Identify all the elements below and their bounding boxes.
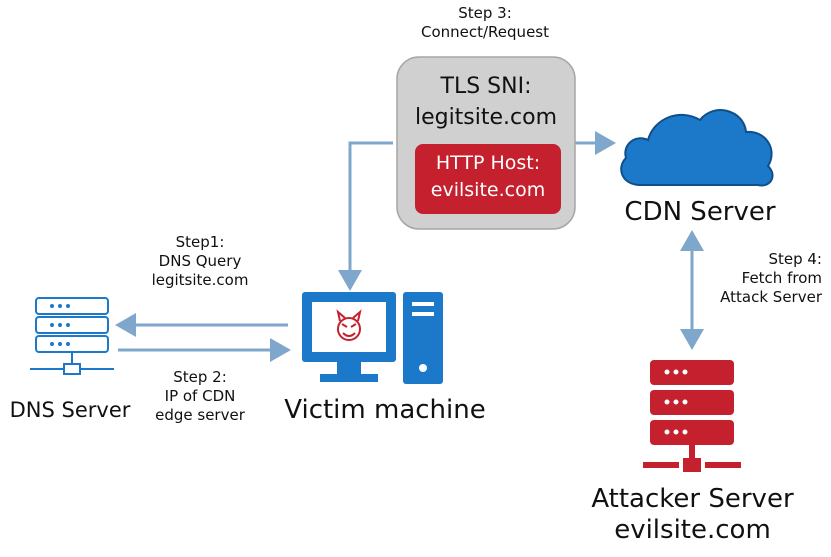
step1-line1: Step1: <box>175 233 225 251</box>
step3-line2: Connect/Request <box>420 22 549 41</box>
cdn-server-label: CDN Server <box>624 197 776 227</box>
attacker-server-icon <box>643 360 741 472</box>
step2-line1: Step 2: <box>173 368 227 386</box>
step2-label: Step 2: IP of CDN edge server <box>130 368 270 424</box>
step2-line3: edge server <box>155 405 245 424</box>
http-line1: HTTP Host: <box>435 152 541 174</box>
connect-request-arrow <box>338 131 616 291</box>
step4-line3: Attack Server <box>720 287 822 306</box>
cloud-icon <box>620 109 774 187</box>
step1-label: Step1: DNS Query legitsite.com <box>130 233 270 289</box>
dns-server-label: DNS Server <box>9 398 131 422</box>
http-line2: evilsite.com <box>430 178 546 201</box>
dns-server-dots <box>50 304 70 346</box>
step4-label: Step 4: Fetch from Attack Server <box>700 250 830 306</box>
attacker-server-label: Attacker Server evilsite.com <box>560 484 825 546</box>
http-host-box <box>415 144 561 214</box>
victim-machine-label: Victim machine <box>284 395 486 425</box>
devil-face-icon <box>336 309 362 341</box>
step2-line2: IP of CDN <box>164 386 236 405</box>
victim-computer-icon <box>302 292 443 384</box>
step3-line1: Step 3: <box>458 4 512 22</box>
step1-line2: DNS Query <box>158 251 242 270</box>
step4-line2: Fetch from <box>741 268 822 287</box>
step4-line1: Step 4: <box>768 250 822 268</box>
tls-line2: legitsite.com <box>414 104 558 130</box>
http-host-text: HTTP Host: evilsite.com <box>415 150 561 203</box>
step1-line3: legitsite.com <box>151 270 249 289</box>
tls-sni-text: TLS SNI: legitsite.com <box>397 72 575 134</box>
attacker-line1: Attacker Server <box>591 484 794 514</box>
attacker-line2: evilsite.com <box>614 515 771 546</box>
dns-server-icon <box>30 297 114 375</box>
step3-label: Step 3: Connect/Request <box>390 4 580 42</box>
tls-line1: TLS SNI: <box>440 74 532 99</box>
